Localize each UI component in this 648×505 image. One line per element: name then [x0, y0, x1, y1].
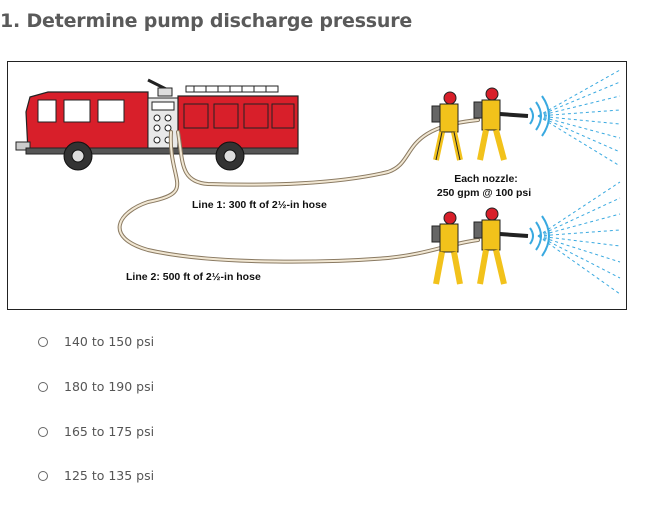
fire-truck-icon	[15, 78, 299, 171]
answer-option-label: 180 to 190 psi	[64, 379, 155, 394]
question-title: 1. Determine pump discharge pressure	[0, 10, 413, 32]
nozzle-label-line1: Each nozzle:	[454, 173, 518, 185]
answer-option[interactable]: 180 to 190 psi	[38, 379, 154, 394]
hose-lines	[117, 118, 480, 264]
radio-button[interactable]	[38, 426, 48, 437]
line2-label: Line 2: 500 ft of 2½-in hose	[126, 271, 261, 283]
radio-button[interactable]	[38, 381, 48, 392]
answer-option-label: 140 to 150 psi	[64, 334, 155, 349]
radio-button[interactable]	[38, 470, 48, 481]
firefighter-icon	[431, 87, 529, 161]
answer-option[interactable]: 140 to 150 psi	[38, 334, 154, 349]
nozzle-label-line2: 250 gpm @ 100 psi	[437, 187, 531, 199]
answer-option[interactable]: 165 to 175 psi	[38, 424, 154, 439]
water-spray-icon	[529, 69, 621, 167]
radio-button[interactable]	[38, 336, 48, 347]
pump-diagram: Line 1: 300 ft of 2½-in hose Line 2: 500…	[7, 61, 627, 310]
line1-label: Line 1: 300 ft of 2½-in hose	[192, 199, 327, 211]
answer-option-label: 125 to 135 psi	[64, 468, 155, 483]
answer-option-label: 165 to 175 psi	[64, 424, 155, 439]
pump-diagram-illustration: Line 1: 300 ft of 2½-in hose Line 2: 500…	[15, 69, 621, 295]
water-spray-icon	[529, 181, 621, 295]
firefighter-icon	[431, 207, 529, 285]
answer-option[interactable]: 125 to 135 psi	[38, 468, 154, 483]
